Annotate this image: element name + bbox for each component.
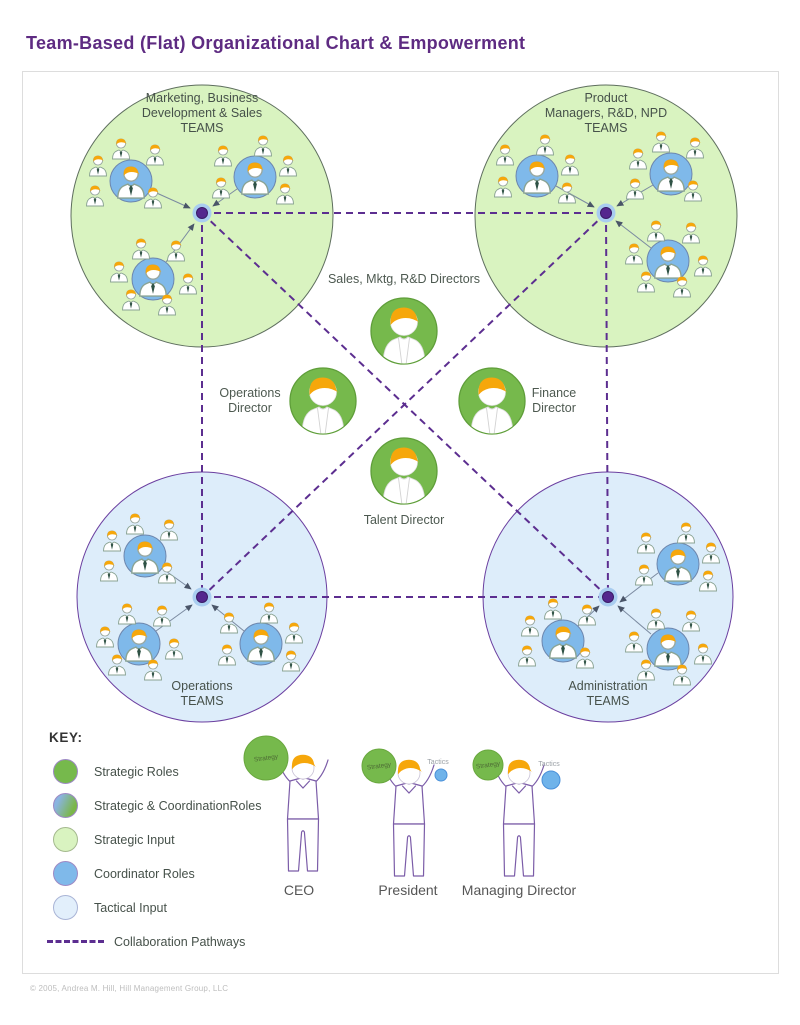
legend-item-strategic-input: Strategic Input: [47, 827, 261, 852]
team-label-marketing: Marketing, Business Development & Sales …: [141, 91, 263, 135]
diagram-box: Strategy Strategy Tactics Strategy Tacti…: [22, 71, 779, 974]
strategic-roles-swatch-icon: [53, 759, 78, 784]
collaboration-pathways-dash-icon: [47, 940, 104, 943]
executive-president: Strategy Tactics: [361, 748, 449, 877]
tactics-ball-label: Tactics: [538, 761, 560, 768]
legend-item-tactical-input: Tactical Input: [47, 895, 261, 920]
tactics-ball-label: Tactics: [427, 759, 449, 766]
director-label-finance: Finance Director: [531, 386, 577, 415]
strategy-ball-label: Strategy: [476, 760, 502, 770]
page-title: Team-Based (Flat) Organizational Chart &…: [26, 33, 526, 53]
director-label-talent: Talent Director: [363, 513, 445, 527]
director-label-sales: Sales, Mktg, R&D Directors: [327, 272, 481, 286]
team-label-administration: Administration TEAMS: [568, 679, 648, 708]
executive-label-ceo: CEO: [283, 882, 315, 898]
legend-item-strategic-roles: Strategic Roles: [47, 759, 261, 784]
strategic-coordination-swatch-icon: [53, 793, 78, 818]
strategy-ball-label: Strategy: [367, 761, 393, 771]
key-heading: KEY:: [49, 730, 83, 745]
key-legend: KEY: Strategic Roles Strategic & Coordin…: [47, 730, 261, 963]
collaboration-pathways: [201, 212, 609, 598]
legend-item-strategic-coordination: Strategic & CoordinationRoles: [47, 793, 261, 818]
executive-managing-director: Strategy Tactics: [472, 749, 561, 877]
executive-ceo: Strategy: [243, 735, 329, 872]
legend-item-collaboration-pathways: Collaboration Pathways: [47, 929, 261, 954]
strategy-ball-icon: [361, 748, 397, 784]
director-avatar-sales: [370, 297, 438, 365]
director-avatar-talent: [370, 437, 438, 505]
executive-label-president: President: [378, 882, 438, 898]
copyright-text: © 2005, Andrea M. Hill, Hill Management …: [30, 984, 229, 993]
tactical-input-swatch-icon: [53, 895, 78, 920]
strategic-input-swatch-icon: [53, 827, 78, 852]
org-chart-svg: Strategy Strategy Tactics Strategy Tacti…: [70, 84, 738, 877]
coordinator-roles-swatch-icon: [53, 861, 78, 886]
tactics-ball-icon: [541, 770, 561, 790]
team-label-product: Product Managers, R&D, NPD TEAMS: [544, 91, 668, 135]
strategy-ball-label: Strategy: [254, 753, 280, 763]
legend-item-coordinator-roles: Coordinator Roles: [47, 861, 261, 886]
tactics-ball-icon: [434, 768, 448, 782]
strategy-ball-icon: [472, 749, 504, 781]
executive-label-managing-director: Managing Director: [461, 882, 577, 898]
director-avatar-finance: [458, 367, 526, 435]
collaboration-hubs: [192, 203, 618, 607]
director-label-operations: Operations Director: [219, 386, 281, 415]
team-label-operations: Operations TEAMS: [171, 679, 233, 708]
strategy-ball-icon: [243, 735, 289, 781]
director-avatar-operations: [289, 367, 357, 435]
